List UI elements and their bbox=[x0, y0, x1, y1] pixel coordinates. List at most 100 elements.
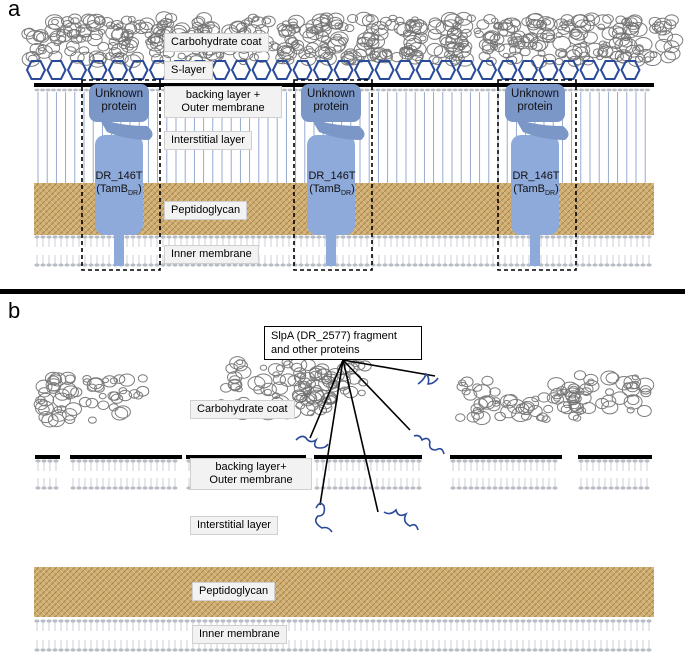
lipid-head bbox=[82, 459, 88, 463]
lipid-head bbox=[352, 235, 358, 239]
lipid-head bbox=[238, 648, 244, 652]
unknown-line2: protein bbox=[313, 101, 349, 113]
dr146t-name: DR_146T bbox=[308, 170, 356, 182]
lipid-head bbox=[82, 619, 88, 623]
lipid-head bbox=[274, 648, 280, 652]
dr146t-label-2: DR_146T (TamBDR) bbox=[297, 170, 367, 200]
lipid-head bbox=[456, 459, 462, 463]
lipid-head bbox=[472, 235, 478, 239]
lipid-head bbox=[448, 263, 454, 267]
lipid-head bbox=[286, 619, 292, 623]
lipid-head bbox=[478, 648, 484, 652]
lipid-head bbox=[544, 648, 550, 652]
lipid-head bbox=[492, 486, 498, 490]
lipid-head bbox=[160, 235, 166, 239]
lipid-head bbox=[388, 235, 394, 239]
lipid-head bbox=[154, 459, 160, 463]
outer-membrane-segment bbox=[314, 455, 422, 490]
lipid-head bbox=[196, 235, 202, 239]
lipid-head bbox=[544, 235, 550, 239]
lipid-head bbox=[460, 263, 466, 267]
lipid-head bbox=[418, 263, 424, 267]
lipid-head bbox=[644, 459, 650, 463]
lipid-head bbox=[634, 648, 640, 652]
lipid-head bbox=[490, 263, 496, 267]
membrane-tails bbox=[36, 238, 650, 264]
lipid-head bbox=[382, 235, 388, 239]
lipid-head bbox=[346, 648, 352, 652]
lipid-head bbox=[540, 459, 546, 463]
slpa-fragment bbox=[417, 372, 439, 385]
membrane-tails bbox=[72, 462, 176, 487]
lipid-head bbox=[76, 486, 82, 490]
lipid-head bbox=[526, 619, 532, 623]
lipid-head bbox=[100, 235, 106, 239]
lipid-head bbox=[286, 235, 292, 239]
lipid-head bbox=[250, 235, 256, 239]
lipid-head bbox=[358, 263, 364, 267]
lipid-head bbox=[346, 235, 352, 239]
lipid-head bbox=[190, 235, 196, 239]
lipid-head bbox=[590, 486, 596, 490]
tamb-base: (TamB bbox=[309, 183, 341, 195]
lipid-head bbox=[514, 235, 520, 239]
lipid-head bbox=[370, 619, 376, 623]
lipid-head bbox=[46, 619, 52, 623]
lipid-head bbox=[364, 263, 370, 267]
lipid-head bbox=[640, 619, 646, 623]
lipid-head bbox=[394, 235, 400, 239]
lipid-head bbox=[58, 619, 64, 623]
lipid-head bbox=[520, 648, 526, 652]
lipid-head bbox=[622, 235, 628, 239]
dr146t-name: DR_146T bbox=[95, 170, 143, 182]
tamb-protein bbox=[511, 135, 559, 235]
lipid-head bbox=[634, 263, 640, 267]
inner-membrane bbox=[34, 619, 652, 652]
carbohydrate-coat-label-b: Carbohydrate coat bbox=[190, 400, 295, 419]
lipid-head bbox=[208, 263, 214, 267]
lipid-head bbox=[388, 263, 394, 267]
lipid-head bbox=[256, 263, 262, 267]
lipid-head bbox=[172, 486, 178, 490]
panel-b-artwork bbox=[33, 356, 655, 652]
lipid-head bbox=[190, 263, 196, 267]
lipid-head bbox=[514, 648, 520, 652]
lipid-head bbox=[292, 235, 298, 239]
panel-a-artwork bbox=[21, 11, 684, 271]
lipid-head bbox=[166, 619, 172, 623]
lipid-head bbox=[456, 486, 462, 490]
lipid-head bbox=[160, 648, 166, 652]
unknown-protein-label-1: Unknown protein bbox=[86, 88, 152, 114]
lipid-head bbox=[410, 486, 416, 490]
lipid-head bbox=[374, 486, 380, 490]
lipid-head bbox=[454, 263, 460, 267]
lipid-head bbox=[62, 88, 67, 92]
lipid-head bbox=[160, 486, 166, 490]
unknown-protein-tail bbox=[311, 118, 365, 140]
lipid-head bbox=[418, 619, 424, 623]
lipid-head bbox=[498, 459, 504, 463]
lipid-head bbox=[400, 235, 406, 239]
tamb-protein bbox=[307, 135, 355, 235]
outer-membrane-segment bbox=[578, 455, 652, 490]
membrane-tails bbox=[580, 462, 648, 487]
lipid-head bbox=[568, 619, 574, 623]
lipid-head bbox=[460, 619, 466, 623]
panel-a-letter: a bbox=[8, 0, 21, 21]
lipid-head bbox=[220, 648, 226, 652]
lipid-head bbox=[53, 486, 59, 490]
lipid-head bbox=[88, 263, 94, 267]
lipid-head bbox=[556, 235, 562, 239]
lipid-head bbox=[580, 648, 586, 652]
lipid-head bbox=[610, 263, 616, 267]
lipid-head bbox=[112, 459, 118, 463]
lipid-head bbox=[612, 88, 617, 92]
lipid-head bbox=[314, 459, 320, 463]
lipid-head bbox=[298, 263, 304, 267]
lipid-head bbox=[424, 235, 430, 239]
lipid-head bbox=[397, 88, 403, 92]
lipid-head bbox=[226, 235, 232, 239]
lipid-head bbox=[392, 459, 398, 463]
lipid-head bbox=[574, 648, 580, 652]
lipid-head bbox=[468, 459, 474, 463]
